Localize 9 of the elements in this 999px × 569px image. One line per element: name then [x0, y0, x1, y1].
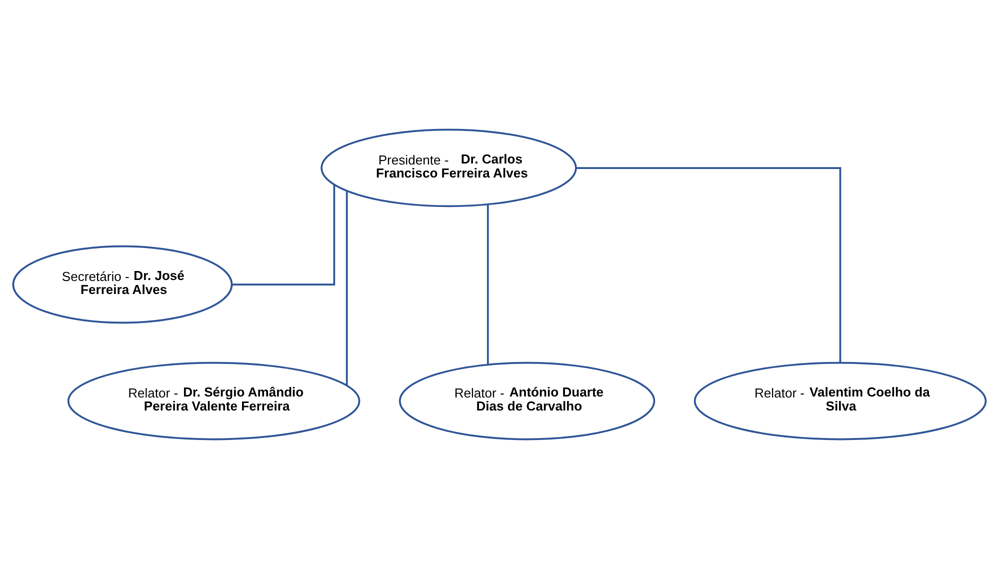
connector	[486, 204, 489, 364]
node-ellipse: Relator - Dr. Sérgio Amândio Pereira Valente Ferreira	[67, 362, 360, 440]
node-ellipse: Presidente - Dr. Carlos Francisco Ferreira Alves	[320, 128, 577, 208]
node-ellipse: Secretário - Dr. José Ferreira Alves	[12, 245, 233, 324]
node-ellipse: Relator - António Duarte Dias de Carvalho	[398, 362, 656, 440]
connector	[346, 191, 348, 386]
connector	[232, 184, 336, 286]
connector	[576, 167, 842, 363]
node-ellipse: Relator - Valentim Coelho da Silva	[694, 362, 987, 440]
